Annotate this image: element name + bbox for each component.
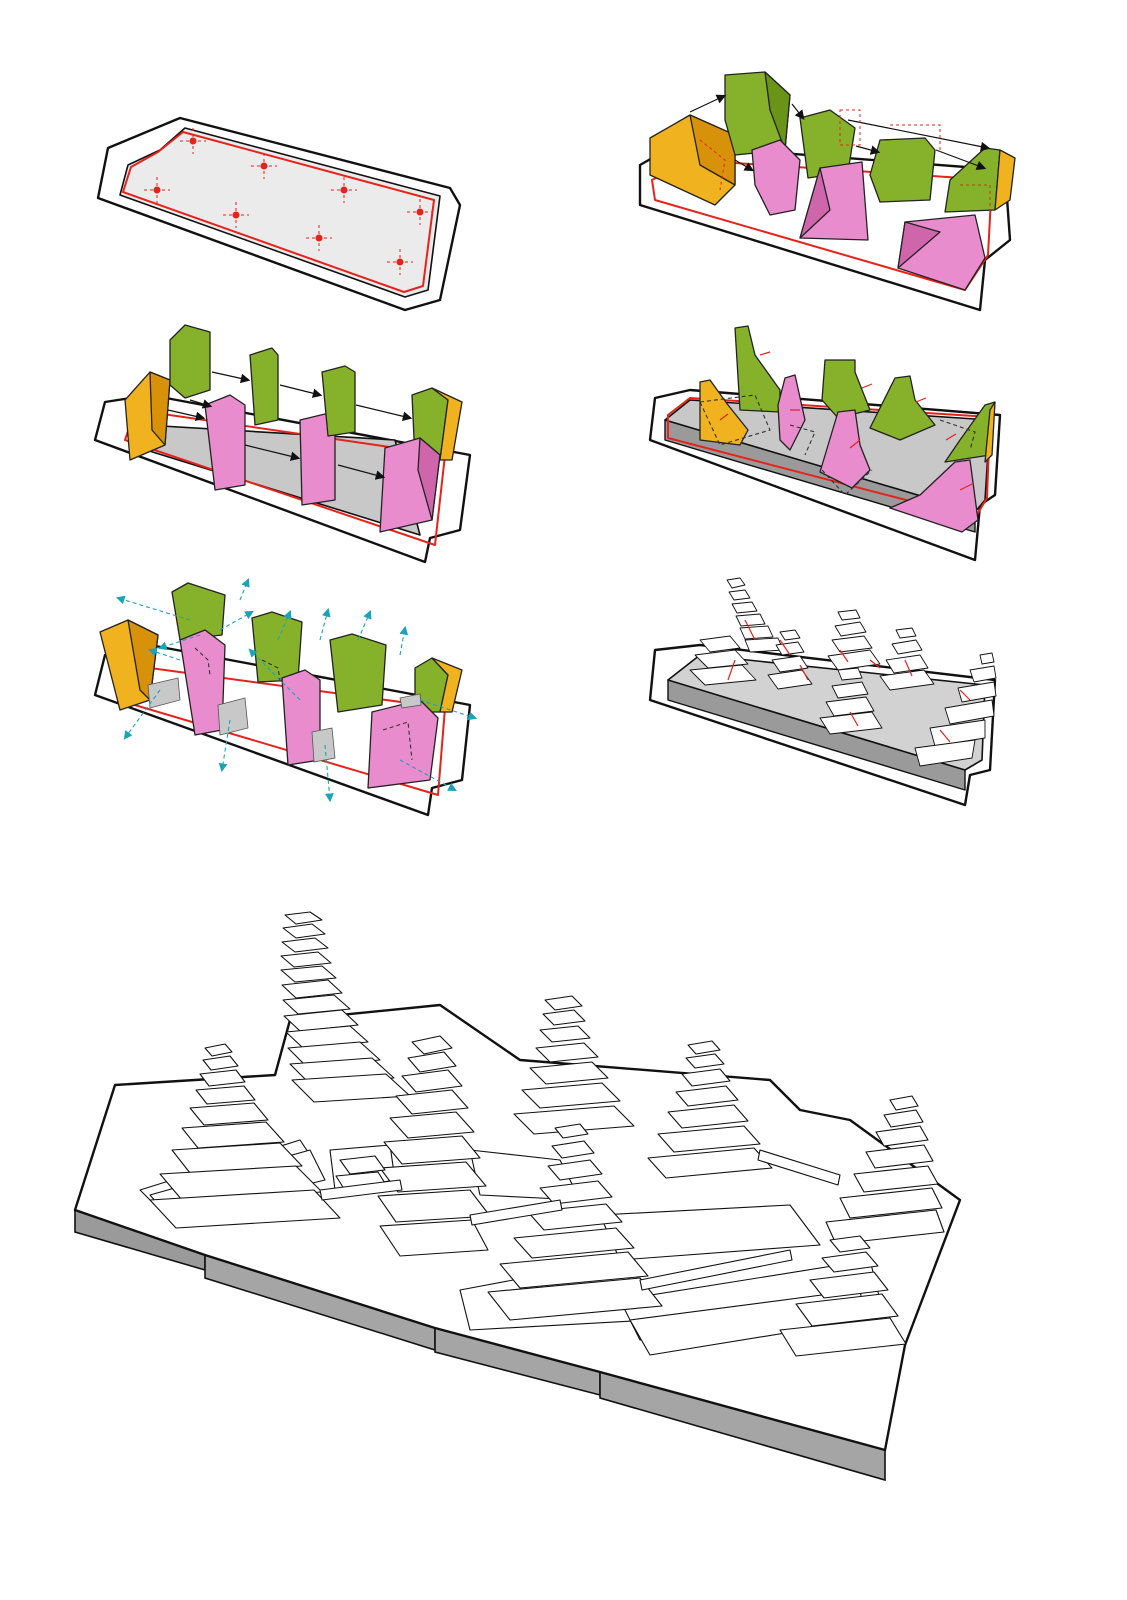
panel-terraced-model bbox=[648, 577, 997, 807]
panel-sculpted-masses bbox=[648, 325, 1002, 562]
panel-spaced-masses bbox=[93, 324, 472, 564]
tower-2 bbox=[149, 1043, 341, 1229]
mass-pink-10 bbox=[179, 629, 226, 736]
tower-4 bbox=[513, 995, 635, 1135]
mass-green-12 bbox=[944, 401, 996, 463]
tower-6 bbox=[647, 1040, 773, 1179]
mass-green-13 bbox=[171, 582, 226, 641]
mass-yellow-6 bbox=[984, 401, 996, 463]
mass-green-10 bbox=[821, 359, 871, 419]
panel-final-terraced-model bbox=[73, 911, 962, 1482]
mass-yellow-1 bbox=[649, 114, 736, 206]
tower-3 bbox=[377, 1035, 491, 1257]
sky-bridges bbox=[319, 1149, 841, 1291]
mass-yellow-2 bbox=[994, 149, 1016, 211]
mass-yellow-8 bbox=[431, 657, 463, 713]
panel-view-axes bbox=[93, 577, 478, 817]
tower-8 bbox=[779, 1235, 907, 1357]
mass-pink-1 bbox=[751, 139, 801, 216]
tower-7 bbox=[825, 1095, 945, 1245]
mass-green-11 bbox=[869, 375, 936, 441]
mass-green-15 bbox=[329, 633, 387, 713]
mass-green-6 bbox=[249, 347, 279, 426]
mass-green-7 bbox=[321, 365, 356, 437]
mass-green-2 bbox=[799, 109, 856, 179]
mass-green-9 bbox=[734, 325, 781, 413]
mass-yellow-7 bbox=[99, 619, 159, 711]
mass-yellow-3 bbox=[124, 371, 171, 461]
mass-green-14 bbox=[251, 611, 303, 683]
mass-pink-6 bbox=[379, 437, 441, 533]
mass-pink-5 bbox=[299, 413, 336, 506]
mass-pink-2 bbox=[799, 161, 869, 241]
mass-green-4 bbox=[944, 147, 1001, 213]
mass-green-5 bbox=[169, 324, 211, 399]
mass-pink-8 bbox=[819, 409, 871, 489]
mass-pink-3 bbox=[897, 214, 986, 291]
mass-yellow-4 bbox=[431, 387, 463, 461]
mass-pink-9 bbox=[889, 459, 979, 533]
panel-rotated-masses bbox=[638, 71, 1016, 312]
mass-pink-7 bbox=[777, 374, 806, 451]
tower-1 bbox=[280, 911, 411, 1103]
base-slab-top bbox=[73, 1003, 962, 1452]
mass-pink-11 bbox=[281, 669, 321, 766]
panel-site-points bbox=[96, 116, 462, 312]
mass-green-3 bbox=[869, 137, 936, 203]
tower-5 bbox=[487, 1123, 663, 1321]
